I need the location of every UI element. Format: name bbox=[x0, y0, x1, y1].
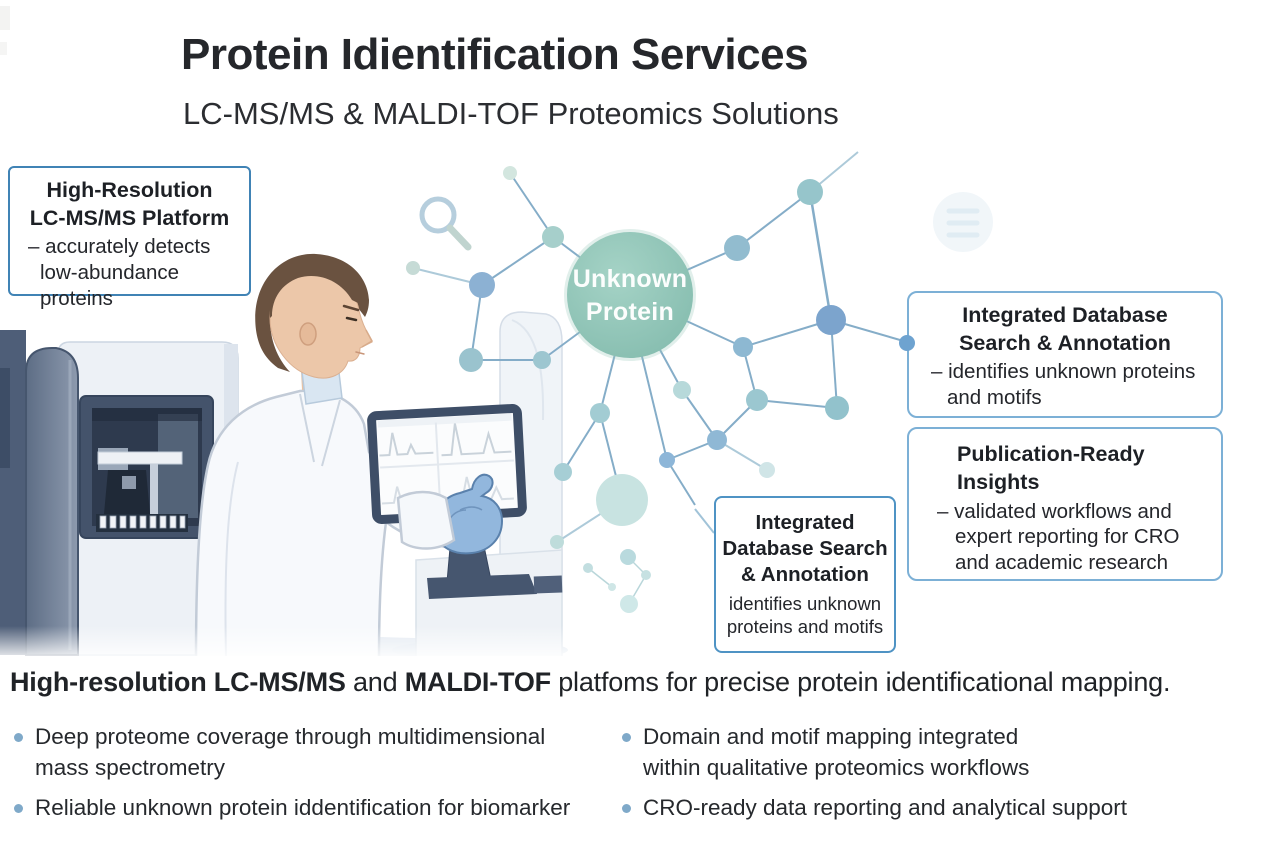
protein-network bbox=[406, 151, 908, 613]
bottom-headline: High-resolution LC-MS/MS and MALDI-TOF p… bbox=[10, 665, 1262, 700]
eyebrow bbox=[342, 304, 360, 312]
bullet-dot bbox=[14, 803, 23, 813]
callout-annotation-title: Integrated Database Search & Annotation bbox=[722, 511, 888, 587]
sample-compartment bbox=[79, 395, 214, 539]
headline-mid: and bbox=[345, 667, 405, 697]
unknown-protein-node bbox=[564, 229, 696, 361]
bullet-text: CRO-ready data reporting and analytical … bbox=[643, 794, 1128, 820]
bullet-dot bbox=[14, 733, 23, 742]
page-title: Protein Idientification Services bbox=[181, 30, 809, 79]
page-subtitle: LC-MS/MS & MALDI-TOF Proteomics Solution… bbox=[183, 96, 839, 131]
callout-annotation-body: identifies unknown proteins and motifs bbox=[726, 593, 884, 638]
connector-dot bbox=[899, 335, 915, 351]
scientist bbox=[194, 253, 468, 660]
list-item: Domain and motif mapping integrated with… bbox=[616, 722, 1264, 784]
headline-rest: platfoms for precise protein identificat… bbox=[550, 667, 1171, 697]
bullet-dot bbox=[622, 803, 631, 813]
headline-bold-maldi: MALDI-TOF bbox=[404, 667, 551, 697]
callout-platform: High-Resolution LC-MS/MS Platform – accu… bbox=[8, 166, 251, 310]
callout-database-body: – identifies unknown proteins and motifs bbox=[931, 360, 1196, 410]
callout-platform-body: – accurately detects low-abundance prote… bbox=[28, 235, 211, 311]
database-icon bbox=[933, 192, 993, 252]
bullet-dot bbox=[622, 733, 631, 742]
nose bbox=[361, 329, 374, 348]
chromatogram-peaks bbox=[379, 432, 434, 457]
callout-database: Integrated Database Search & Annotation … bbox=[899, 291, 1223, 418]
callout-platform-title: High-Resolution LC-MS/MS Platform bbox=[29, 178, 230, 230]
ear bbox=[299, 322, 317, 346]
headline-bold-lcms: High-resolution LC-MS/MS bbox=[10, 667, 346, 697]
list-item: Reliable unknown protein iddentification… bbox=[8, 793, 610, 824]
network-nodes bbox=[406, 166, 849, 613]
callout-annotation: Integrated Database Search & Annotation … bbox=[714, 496, 896, 653]
callout-insights-body: – validated workflows and expert reporti… bbox=[937, 500, 1180, 574]
eye bbox=[345, 316, 358, 322]
bullet-list-right: Domain and motif mapping integrated with… bbox=[616, 722, 1264, 832]
sample-vials bbox=[99, 515, 186, 529]
mini-cluster-edges bbox=[587, 556, 647, 605]
list-item: CRO-ready data reporting and analytical … bbox=[616, 793, 1264, 824]
callout-insights-title: Publication-Ready Insights bbox=[957, 442, 1145, 494]
corner-smudges bbox=[0, 6, 10, 55]
bullet-list-left: Deep proteome coverage through multidime… bbox=[8, 722, 610, 832]
bullet-text: Reliable unknown protein iddentification… bbox=[35, 794, 571, 820]
bullet-text: Deep proteome coverage through multidime… bbox=[35, 724, 546, 780]
search-icon bbox=[419, 196, 472, 251]
callout-insights: Publication-Ready Insights – validated w… bbox=[907, 427, 1223, 581]
autosampler-arm bbox=[97, 451, 183, 465]
lab-illustration bbox=[0, 253, 1267, 668]
central-node-label: Unknown Protein bbox=[572, 265, 688, 326]
callout-database-title: Integrated Database Search & Annotation bbox=[959, 303, 1171, 355]
coat-sleeve bbox=[396, 490, 456, 550]
list-item: Deep proteome coverage through multidime… bbox=[8, 722, 610, 784]
bullet-text: Domain and motif mapping integrated with… bbox=[643, 724, 1030, 780]
